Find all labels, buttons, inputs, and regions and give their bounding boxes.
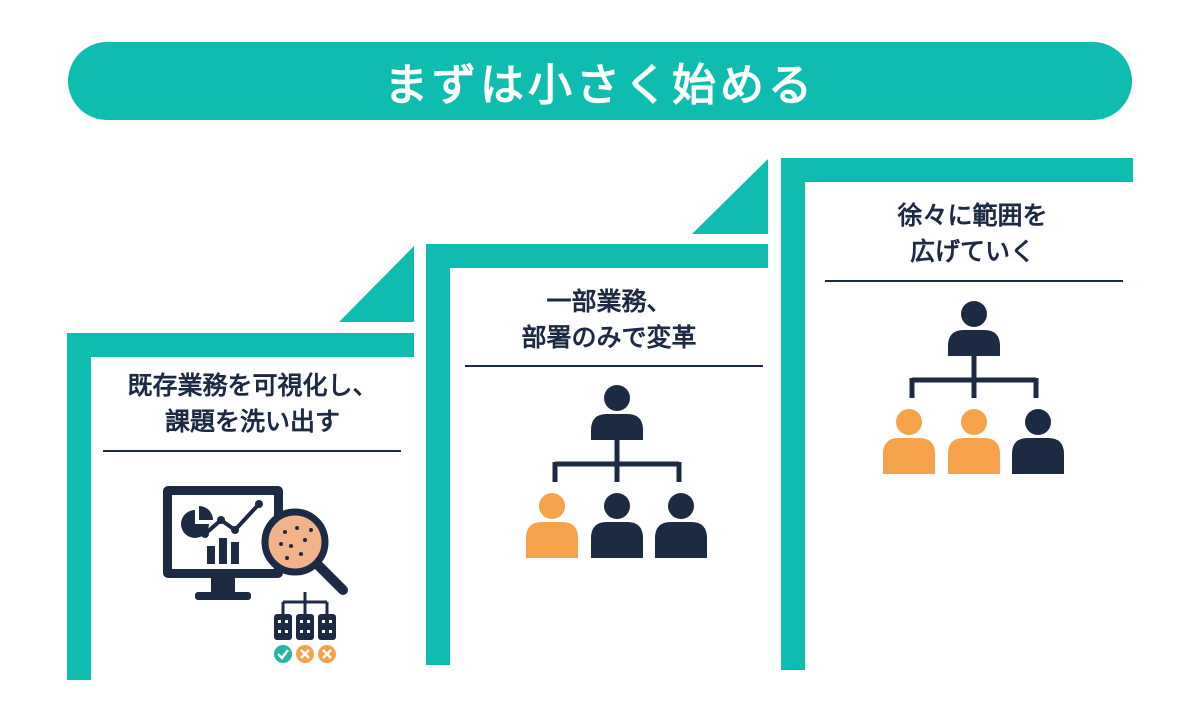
step-1-divider xyxy=(103,450,401,452)
step-2-line-1: 一部業務、 xyxy=(546,287,672,316)
step-1-line-2: 課題を洗い出す xyxy=(164,407,340,436)
step-2-divider xyxy=(465,365,763,367)
page-title: まずは小さく始める xyxy=(384,60,816,111)
step-2-label: 一部業務、 部署のみで変革 xyxy=(450,284,768,356)
title-banner: まずは小さく始める xyxy=(68,42,1132,120)
step-3-line-2: 広げていく xyxy=(909,237,1035,266)
step-3-label: 徐々に範囲を 広げていく xyxy=(805,198,1140,270)
step-1-line-1: 既存業務を可視化し、 xyxy=(127,371,378,400)
monitor-analytics-magnifier-icon xyxy=(163,486,348,663)
org-chart-one-highlighted-icon xyxy=(526,385,707,558)
org-chart-two-highlighted-icon xyxy=(883,301,1064,474)
step-1-corner-triangle xyxy=(339,246,414,322)
step-1-label: 既存業務を可視化し、 課題を洗い出す xyxy=(91,368,414,440)
step-2-line-2: 部署のみで変革 xyxy=(521,323,697,352)
step-3-divider xyxy=(825,280,1123,282)
step-2-corner-triangle xyxy=(692,159,768,234)
step-3-line-1: 徐々に範囲を xyxy=(897,201,1048,230)
